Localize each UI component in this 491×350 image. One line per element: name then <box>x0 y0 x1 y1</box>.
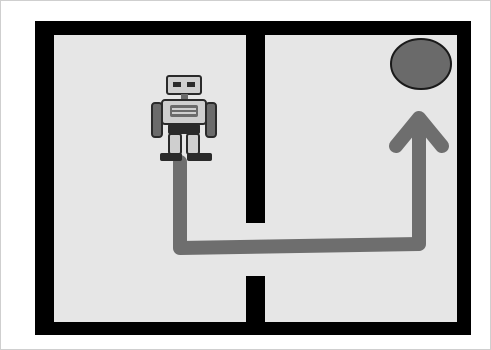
center-divider-wall-top <box>246 35 265 223</box>
robot-right-arm <box>206 103 216 137</box>
robot-chest-panel <box>170 105 198 117</box>
robot-left-leg <box>169 134 181 154</box>
goal-circle-icon <box>391 39 451 89</box>
robot-left-foot <box>160 153 182 161</box>
robot-hips <box>168 124 200 134</box>
center-divider-wall-bottom <box>246 276 265 322</box>
robot-left-arm <box>152 103 162 137</box>
robot-eye-left <box>173 82 181 87</box>
robot-right-leg <box>187 134 199 154</box>
robot-eye-right <box>187 82 195 87</box>
robot-right-foot <box>187 153 212 161</box>
robot-head <box>167 76 201 94</box>
